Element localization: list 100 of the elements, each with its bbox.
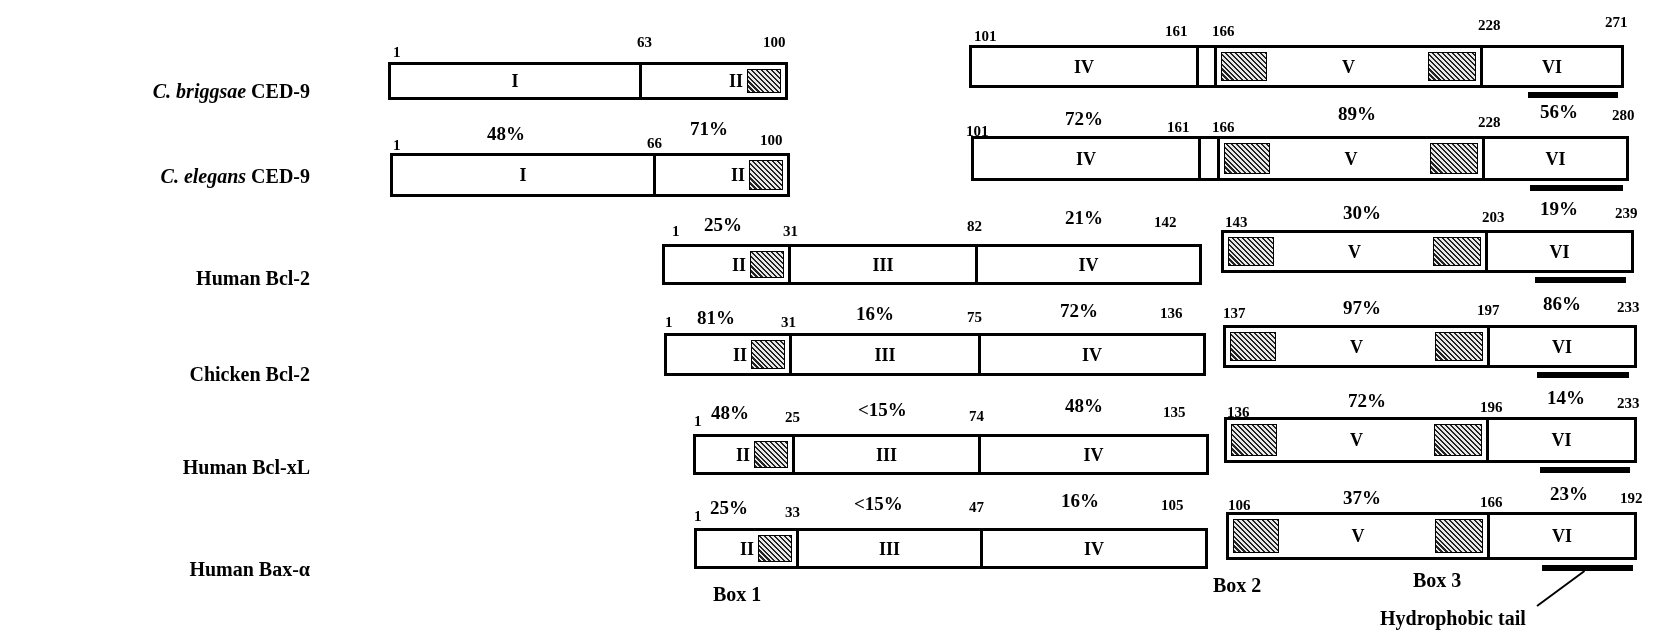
domain-label: I — [519, 166, 527, 184]
residue-number: 66 — [647, 135, 662, 151]
residue-number: 161 — [1165, 23, 1188, 39]
residue-number: 47 — [969, 499, 984, 515]
residue-number: 1 — [694, 508, 702, 524]
percent-identity: 23% — [1550, 483, 1588, 503]
domain-label: II — [732, 255, 746, 274]
domain-label: II — [733, 345, 747, 364]
domain-label: I — [511, 72, 519, 90]
domain-label: II — [740, 539, 754, 558]
residue-number: 100 — [763, 34, 786, 50]
residue-number: 75 — [967, 309, 982, 325]
percent-identity: 16% — [856, 303, 894, 323]
residue-number: 271 — [1605, 14, 1628, 30]
domain-segment — [971, 136, 1201, 181]
domain-label: II — [729, 72, 743, 90]
percent-identity: 21% — [1065, 207, 1103, 227]
domain-label: V — [1350, 431, 1363, 449]
domain-label: III — [874, 345, 896, 364]
residue-number: 161 — [1167, 119, 1190, 135]
percent-identity: <15% — [858, 399, 907, 419]
domain-segment — [1480, 45, 1624, 88]
residue-number: 239 — [1615, 205, 1638, 221]
percent-identity: 19% — [1540, 198, 1578, 218]
residue-number: 105 — [1161, 497, 1184, 513]
percent-identity: 81% — [697, 307, 735, 327]
residue-number: 1 — [665, 314, 673, 330]
residue-number: 228 — [1478, 17, 1501, 33]
domain-segment — [390, 153, 656, 197]
residue-number: 1 — [694, 413, 702, 429]
hydrophobic-bar — [1542, 565, 1633, 571]
residue-number: 233 — [1617, 299, 1640, 315]
domain-segment — [693, 434, 795, 475]
percent-identity: 48% — [711, 402, 749, 422]
domain-label: IV — [1082, 345, 1102, 364]
domain-label: V — [1344, 149, 1358, 168]
domain-segment — [662, 244, 791, 285]
residue-number: 82 — [967, 218, 982, 234]
domain-label: III — [872, 255, 894, 274]
protein-name: C. briggsae CED-9 — [152, 81, 310, 101]
domain-segment — [1214, 45, 1483, 88]
domain-label: III — [879, 539, 900, 558]
residue-number: 166 — [1212, 23, 1235, 39]
domain-segment — [1486, 417, 1637, 463]
domain-label: IV — [1083, 445, 1104, 464]
domain-label: IV — [1076, 149, 1096, 168]
domain-segment — [1487, 325, 1637, 368]
residue-number: 1 — [672, 223, 680, 239]
domain-segment — [653, 153, 790, 197]
residue-number: 136 — [1160, 305, 1183, 321]
domain-label: III — [876, 445, 897, 464]
domain-label: IV — [1074, 57, 1094, 76]
domain-segment — [975, 244, 1202, 285]
residue-number: 74 — [969, 408, 984, 424]
callout-label: Hydrophobic tail — [1380, 606, 1526, 630]
domain-label: II — [731, 166, 745, 184]
domain-label: IV — [1084, 539, 1104, 558]
percent-identity: 71% — [690, 118, 728, 138]
percent-identity: 25% — [704, 214, 742, 234]
percent-identity: 72% — [1348, 390, 1386, 410]
residue-number: 106 — [1228, 497, 1251, 513]
residue-number: 63 — [637, 34, 652, 50]
percent-identity: 37% — [1343, 487, 1381, 507]
domain-label: VI — [1552, 337, 1572, 356]
domain-label: II — [736, 445, 750, 464]
protein-name: Human Bax-α — [189, 559, 310, 579]
residue-number: 166 — [1212, 119, 1235, 135]
domain-label: V — [1348, 242, 1361, 261]
percent-identity: 25% — [710, 497, 748, 517]
protein-name: Human Bcl-2 — [196, 268, 310, 288]
residue-number: 31 — [781, 314, 796, 330]
domain-segment — [788, 244, 978, 285]
domain-label: V — [1342, 57, 1355, 76]
residue-number: 203 — [1482, 209, 1505, 225]
domain-label: IV — [1078, 255, 1099, 274]
residue-number: 31 — [783, 223, 798, 239]
domain-segment — [694, 528, 799, 569]
residue-number: 1 — [393, 44, 401, 60]
residue-number: 136 — [1227, 404, 1250, 420]
residue-number: 135 — [1163, 404, 1186, 420]
residue-number: 33 — [785, 504, 800, 520]
residue-number: 100 — [760, 132, 783, 148]
domain-segment — [1485, 230, 1634, 273]
residue-number: 101 — [966, 123, 989, 139]
hydrophobic-bar — [1537, 372, 1629, 378]
residue-number: 197 — [1477, 302, 1500, 318]
residue-number: 192 — [1620, 490, 1643, 506]
domain-segment — [978, 434, 1209, 475]
residue-number: 166 — [1480, 494, 1503, 510]
percent-identity: 72% — [1060, 300, 1098, 320]
hydrophobic-bar — [1535, 277, 1626, 283]
hydrophobic-bar — [1530, 185, 1623, 191]
percent-identity: 89% — [1338, 103, 1376, 123]
domain-segment — [1487, 512, 1637, 560]
box-label: Box 1 — [713, 584, 762, 604]
hydrophobic-bar — [1528, 92, 1618, 98]
protein-name: Human Bcl-xL — [182, 457, 310, 477]
domain-segment — [796, 528, 983, 569]
protein-name: Chicken Bcl-2 — [189, 364, 310, 384]
domain-label: VI — [1545, 149, 1566, 168]
